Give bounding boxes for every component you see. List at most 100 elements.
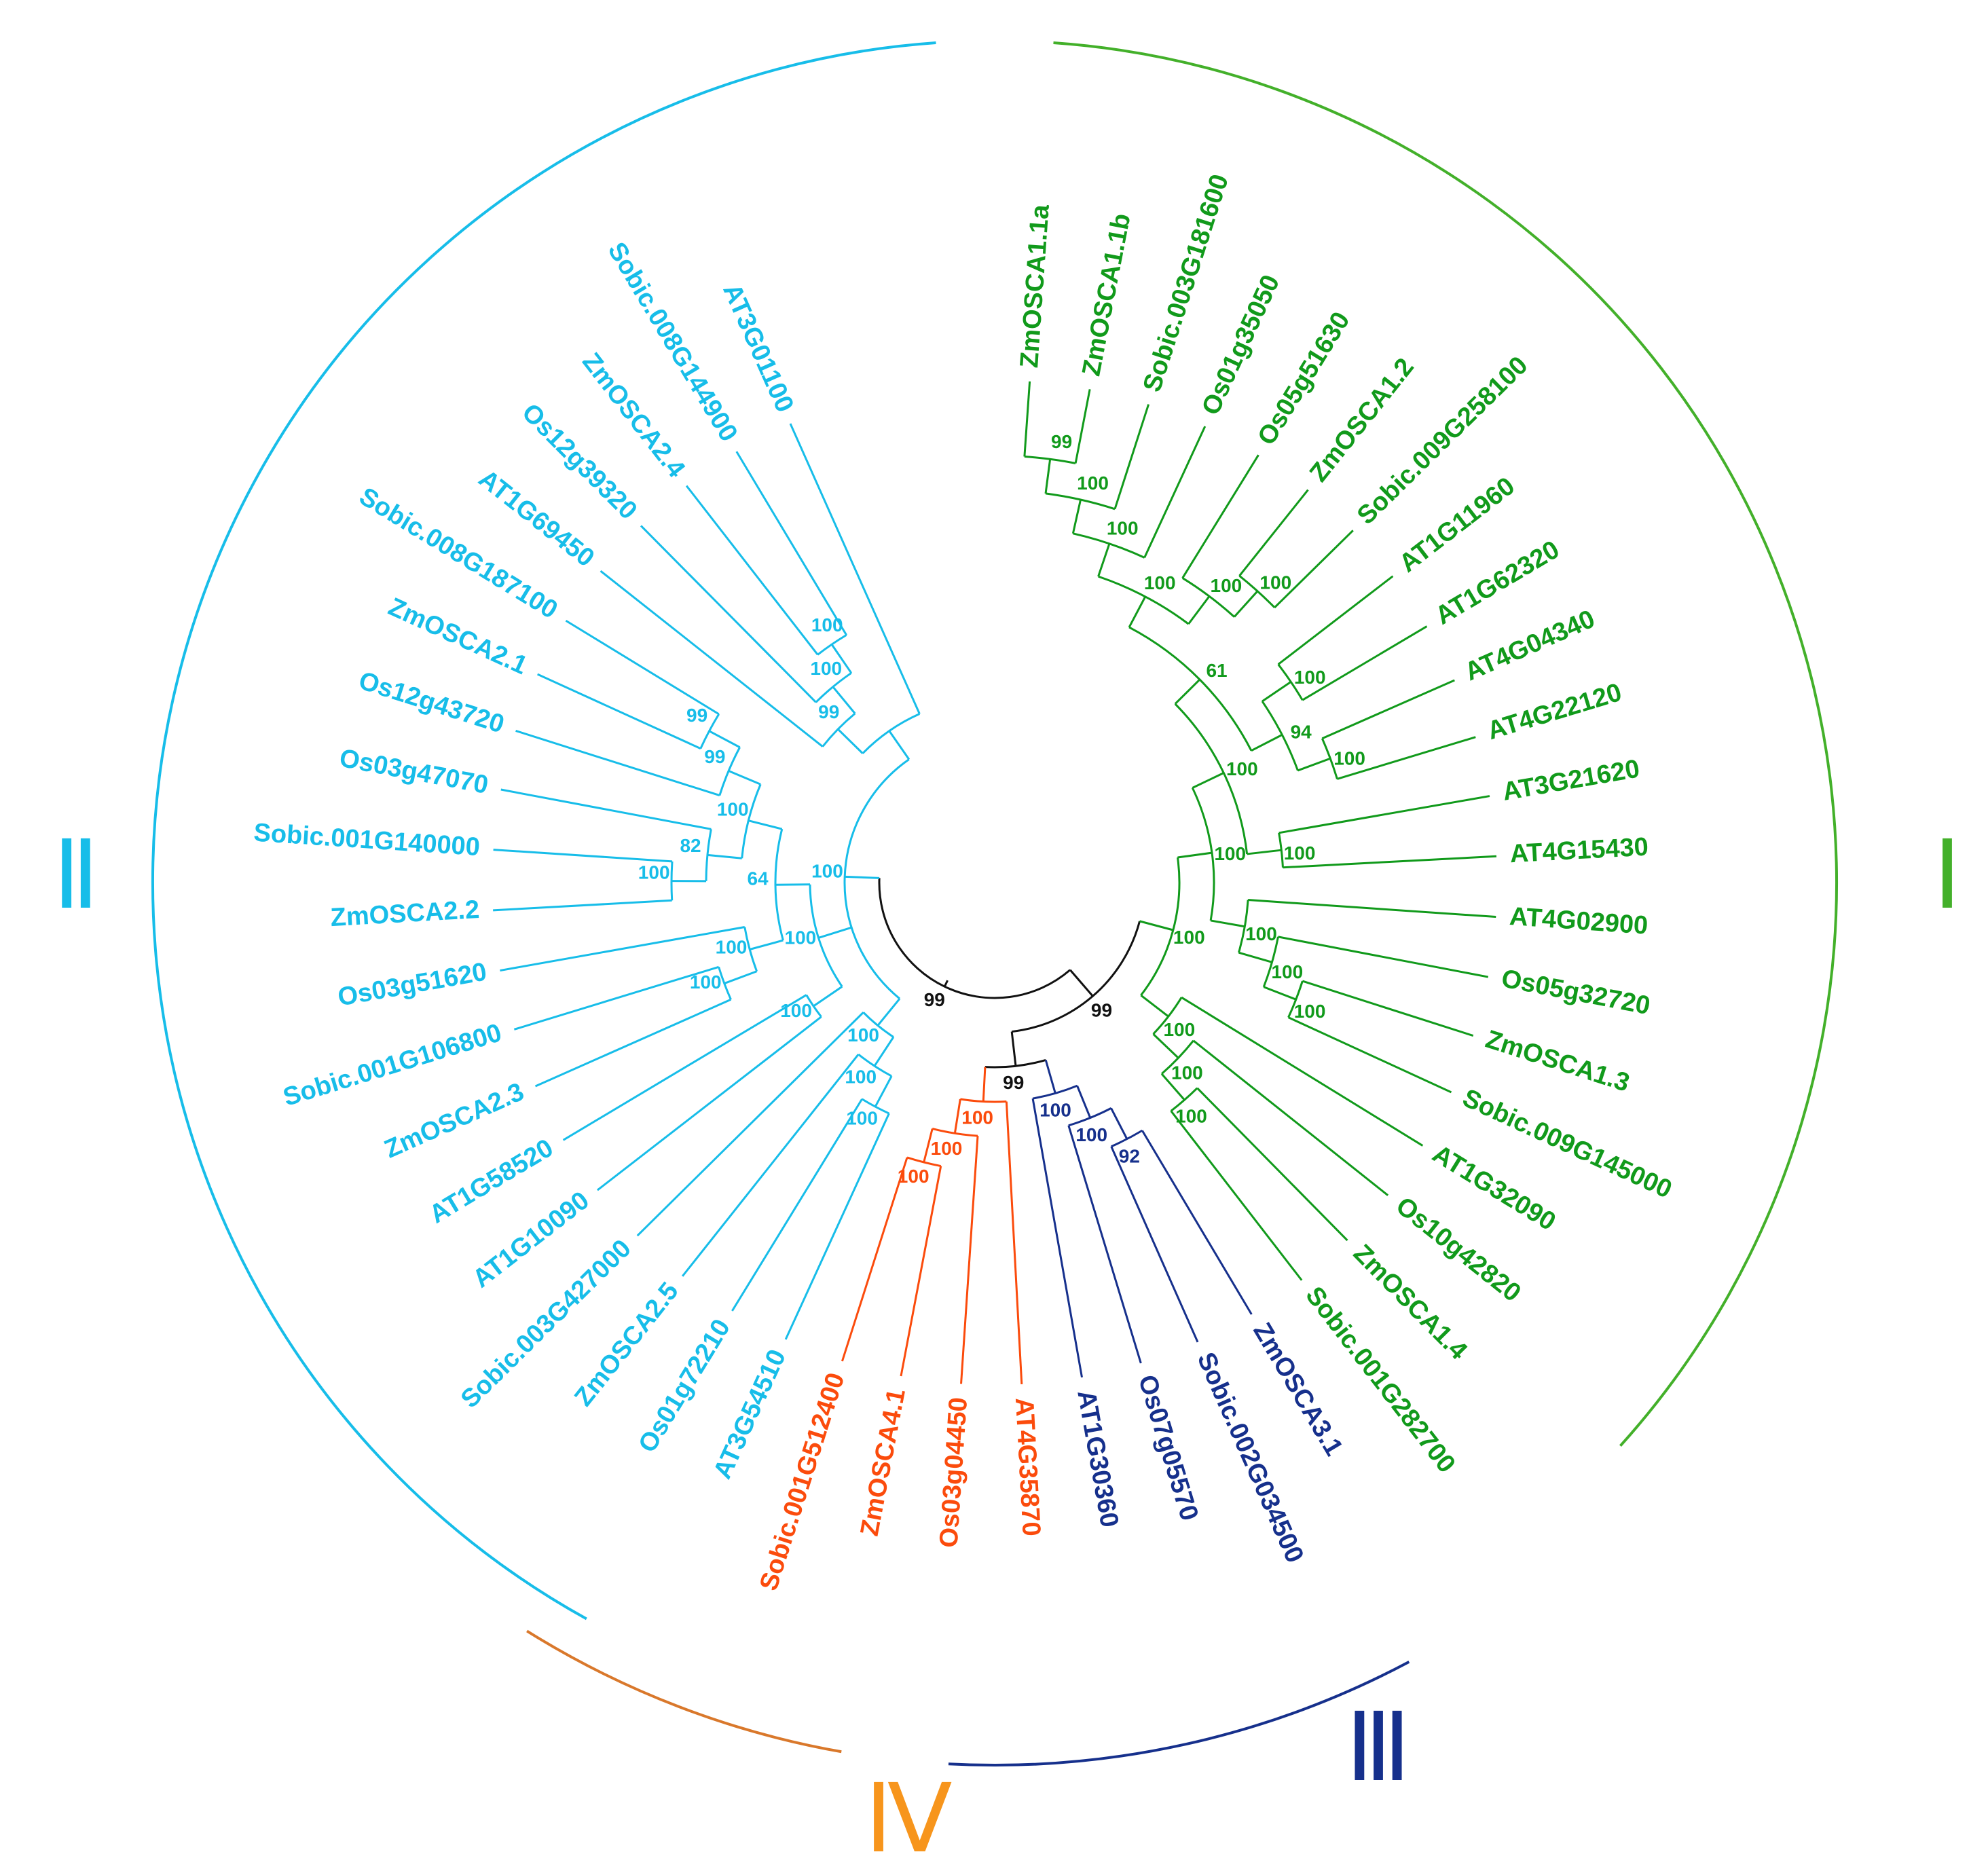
leaf-label: AT4G02900 [1509, 902, 1649, 940]
bootstrap-value: 100 [717, 799, 749, 820]
clade-arc-branch [809, 884, 843, 988]
leaf-label: ZmOSCA2.3 [380, 1077, 528, 1164]
bootstrap-value: 100 [847, 1024, 879, 1045]
clade-arc-branch [960, 1098, 1007, 1103]
leaf-label: Os03g04450 [934, 1396, 973, 1549]
internal-branch [1110, 1107, 1128, 1140]
leaf-branch [1143, 426, 1207, 559]
clade-arc-branch [1111, 1129, 1143, 1148]
leaf-label: ZmOSCA2.2 [330, 895, 481, 932]
internal-branch [830, 644, 853, 674]
bootstrap-value: 100 [961, 1107, 993, 1128]
clade-arc-branch [822, 712, 856, 747]
internal-branch [724, 970, 758, 984]
leaf-label: Os01g35050 [1196, 271, 1285, 420]
internal-branch [1128, 596, 1147, 628]
internal-branch [749, 939, 784, 950]
bootstrap-value: 100 [846, 1107, 878, 1128]
clade-arc-branch [1152, 997, 1183, 1035]
leaf-branch [1023, 381, 1031, 457]
leaf-label: ZmOSCA1.1b [1077, 211, 1136, 378]
leaf-label: AT4G22120 [1484, 678, 1625, 745]
clade-arc-branch [984, 1058, 1046, 1069]
internal-branch [832, 686, 856, 714]
leaf-branch [515, 730, 720, 797]
leaf-label: AT3G54510 [708, 1346, 792, 1483]
clade-I-label: Ⅰ [1933, 821, 1961, 928]
internal-branch [874, 1075, 893, 1107]
bootstrap-value: 82 [680, 835, 701, 856]
leaf-branch [513, 965, 720, 1031]
leaf-branch [562, 994, 807, 1141]
internal-branch [748, 819, 783, 830]
leaf-branch [493, 849, 673, 863]
clade-arc-branch [1238, 900, 1249, 953]
leaf-label: AT1G58520 [424, 1134, 558, 1229]
internal-branch [982, 1067, 987, 1102]
bootstrap-value: 100 [1294, 1001, 1326, 1022]
leaf-branch [1005, 1101, 1023, 1385]
bootstrap-value: 100 [1214, 843, 1246, 864]
internal-branch [837, 728, 864, 754]
leaf-branch [534, 998, 732, 1088]
clade-arc-branch [743, 927, 758, 972]
bootstrap-value: 100 [810, 658, 842, 679]
internal-branch [1044, 459, 1052, 494]
leaf-branch [1248, 899, 1496, 919]
bootstrap-value: 100 [1171, 1062, 1203, 1084]
bootstrap-values: 9910010010010010010064100100100821009999… [638, 431, 1365, 1187]
leaf-branch [900, 1166, 942, 1377]
leaf-label: Sobic.001G140000 [253, 819, 481, 862]
bootstrap-value: 92 [1119, 1145, 1140, 1166]
bootstrap-value: 99 [686, 705, 707, 726]
internal-branch [1174, 678, 1201, 705]
bootstrap-value: 100 [716, 937, 748, 958]
leaf-branch [1067, 1125, 1142, 1364]
clade-arc-branch [1068, 1107, 1112, 1127]
bootstrap-value: 100 [1175, 1105, 1207, 1126]
leaf-branch [1113, 404, 1150, 510]
clade-arc-branch [670, 861, 674, 901]
leaf-branch [1321, 679, 1455, 740]
bootstrap-value: 100 [1173, 927, 1205, 948]
leaf-label: ZmOSCA1.1a [1015, 203, 1055, 369]
internal-branch [1247, 849, 1282, 855]
bootstrap-value: 100 [638, 862, 670, 883]
bootstrap-value: 100 [1271, 961, 1303, 982]
clade-arc-branch [1261, 701, 1299, 771]
internal-branch [1044, 1059, 1056, 1094]
bootstrap-value: 99 [704, 746, 725, 767]
internal-branch [708, 730, 741, 749]
internal-branch [1263, 986, 1297, 1001]
bootstrap-value: 100 [845, 1066, 877, 1087]
internal-branch [923, 1128, 934, 1163]
clade-arc-branch [862, 1012, 894, 1038]
internal-branch [707, 853, 742, 859]
leaf-label: ZmOSCA4.1 [855, 1386, 911, 1538]
bootstrap-value: 99 [818, 701, 839, 722]
internal-branch [877, 998, 901, 1026]
leaf-branch [600, 570, 824, 747]
bootstrap-value: 99 [1091, 1000, 1112, 1021]
clade-arc-branch [774, 828, 784, 941]
internal-branch [888, 730, 910, 760]
leaf-branch [1238, 489, 1309, 577]
leaf-label: Os07g05570 [1133, 1371, 1204, 1523]
leaf-branch [735, 451, 847, 636]
leaf-branch [596, 1016, 822, 1191]
internal-branch [1097, 543, 1111, 577]
clade-arc-branch [1191, 787, 1215, 921]
bootstrap-value: 100 [1211, 575, 1242, 596]
leaf-label: Os12g43720 [355, 666, 507, 739]
clade-arc-branch [1181, 577, 1235, 618]
bootstrap-value: 100 [1245, 923, 1277, 944]
bootstrap-value: 100 [690, 971, 722, 993]
internal-branch [1076, 1085, 1092, 1119]
internal-branch [1177, 851, 1213, 859]
internal-branch [1152, 1033, 1179, 1059]
bootstrap-value: 99 [1003, 1072, 1024, 1093]
internal-branch [1069, 969, 1094, 997]
internal-branch [1010, 1031, 1017, 1067]
leaf-branch [500, 788, 712, 830]
leaf-branch [1196, 1087, 1348, 1242]
